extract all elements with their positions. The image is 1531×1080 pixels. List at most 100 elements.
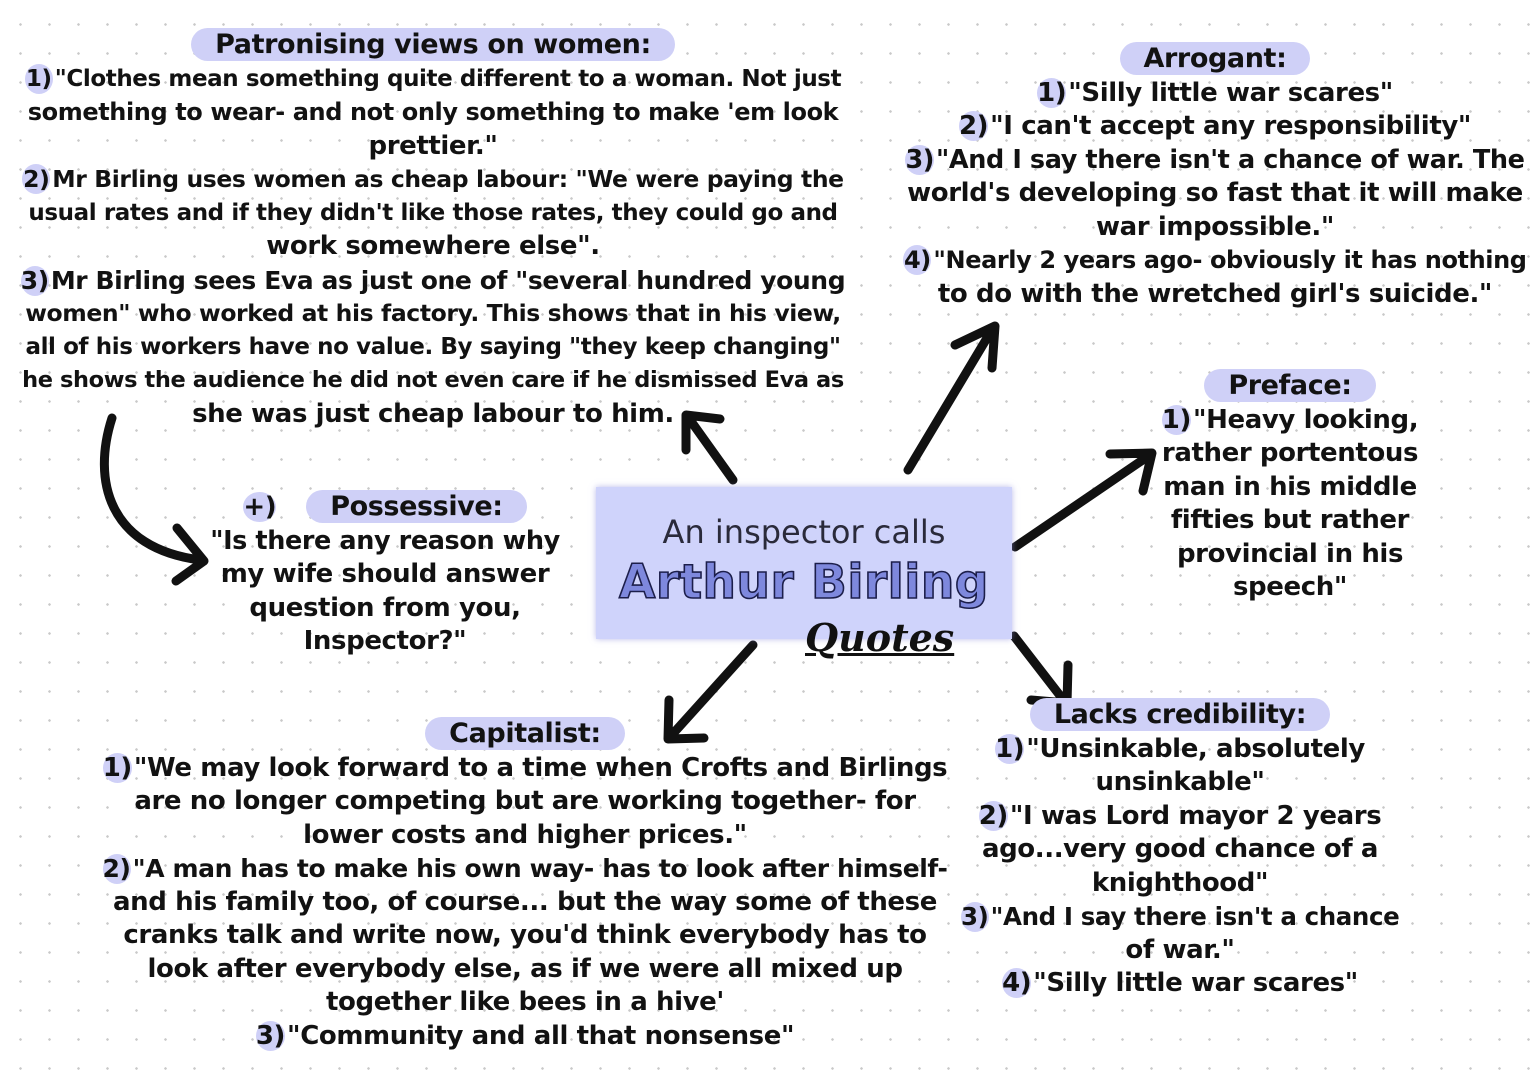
quote-text: "A man has to make his own way- has to l… bbox=[132, 854, 948, 883]
credibility-heading: Lacks credibility: bbox=[1029, 698, 1331, 731]
quote-text: "I was Lord mayor 2 years bbox=[1009, 800, 1382, 831]
quote-line: to do with the wretched girl's suicide." bbox=[900, 278, 1530, 312]
quote-text: "Is there any reason why bbox=[210, 525, 560, 556]
quote-text: unsinkable" bbox=[1095, 767, 1265, 797]
quote-line: she was just cheap labour to him. bbox=[20, 398, 846, 432]
item-number: 3) bbox=[255, 1020, 286, 1051]
quote-text: together like bees in a hive' bbox=[326, 987, 724, 1017]
quote-line: something to wear- and not only somethin… bbox=[20, 96, 846, 130]
item-number: 2) bbox=[22, 164, 51, 194]
quote-line: world's developing so fast that it will … bbox=[900, 177, 1530, 211]
arrogant-section: Arrogant:1)"Silly little war scares"2)"I… bbox=[900, 42, 1530, 311]
item-number: 3) bbox=[960, 902, 989, 932]
quote-text: "Silly little war scares" bbox=[1033, 968, 1358, 998]
quote-text: of war." bbox=[1125, 934, 1235, 965]
quote-text: "Heavy looking, bbox=[1192, 404, 1419, 435]
quote-line: "Is there any reason why bbox=[210, 525, 560, 559]
quote-text: rather portentous bbox=[1161, 438, 1419, 468]
quote-line: Inspector?" bbox=[210, 625, 560, 659]
quote-line: are no longer competing but are working … bbox=[100, 785, 950, 819]
quote-line: 3)"And I say there isn't a chance bbox=[960, 900, 1400, 934]
item-number: 2) bbox=[958, 111, 989, 141]
quote-line: 3)Mr Birling sees Eva as just one of "se… bbox=[20, 264, 846, 298]
quote-line: cranks talk and write now, you'd think e… bbox=[100, 919, 950, 953]
quote-text: speech" bbox=[1232, 572, 1348, 602]
quote-text: and his family too, of course... but the… bbox=[113, 886, 937, 917]
quote-text: Mr Birling sees Eva as just one of "seve… bbox=[50, 265, 846, 295]
quote-text: world's developing so fast that it will … bbox=[907, 178, 1523, 208]
quote-text: all of his workers have no value. By say… bbox=[25, 333, 841, 360]
quote-line: 1)"Heavy looking, bbox=[1140, 404, 1440, 438]
item-number: 1) bbox=[102, 752, 132, 783]
quote-line: my wife should answer bbox=[210, 558, 560, 592]
possessive-marker: +) bbox=[243, 492, 277, 522]
capitalist-section: Capitalist:1)"We may look forward to a t… bbox=[100, 717, 950, 1053]
capitalist-heading: Capitalist: bbox=[425, 717, 625, 750]
quote-text: cranks talk and write now, you'd think e… bbox=[123, 920, 927, 950]
quote-text: women" who worked at his factory. This s… bbox=[25, 299, 841, 327]
item-number: 3) bbox=[20, 265, 49, 296]
quote-line: unsinkable" bbox=[960, 766, 1400, 800]
patronising-heading-row: Patronising views on women: bbox=[20, 28, 846, 63]
quote-text: lower costs and higher prices." bbox=[303, 819, 747, 850]
quote-line: work somewhere else". bbox=[20, 230, 846, 264]
quote-line: man in his middle bbox=[1140, 471, 1440, 505]
quote-line: rather portentous bbox=[1140, 437, 1440, 471]
quote-text: "Community and all that nonsense" bbox=[287, 1020, 795, 1051]
quote-text: she was just cheap labour to him. bbox=[192, 398, 674, 429]
quote-text: usual rates and if they didn't like thos… bbox=[28, 199, 838, 226]
quote-text: work somewhere else". bbox=[266, 231, 600, 261]
quote-text: man in his middle bbox=[1163, 471, 1417, 502]
arrow-to-credibility bbox=[1009, 631, 1073, 708]
quote-line: 1)"Unsinkable, absolutely bbox=[960, 733, 1400, 767]
quote-text: look after everybody else, as if we were… bbox=[147, 953, 903, 984]
item-number: 2) bbox=[978, 800, 1008, 831]
item-number: 4) bbox=[1002, 968, 1032, 998]
quote-line: together like bees in a hive' bbox=[100, 986, 950, 1020]
quote-line: prettier." bbox=[20, 130, 846, 164]
quote-line: lower costs and higher prices." bbox=[100, 819, 950, 853]
quote-line: knighthood" bbox=[960, 867, 1400, 901]
patronising-section: Patronising views on women:1)"Clothes me… bbox=[20, 28, 846, 431]
item-number: 3) bbox=[905, 144, 935, 175]
preface-heading-row: Preface: bbox=[1140, 369, 1440, 404]
quote-text: to do with the wretched girl's suicide." bbox=[937, 278, 1493, 309]
quote-text: Mr Birling uses women as cheap labour: "… bbox=[52, 165, 844, 193]
quote-text: fifties but rather bbox=[1170, 505, 1410, 535]
quote-text: "Nearly 2 years ago- obviously it has no… bbox=[933, 246, 1527, 274]
quote-line: usual rates and if they didn't like thos… bbox=[20, 197, 846, 231]
quote-line: provincial in his bbox=[1140, 538, 1440, 572]
item-number: 4) bbox=[903, 245, 932, 275]
quote-text: ago...very good chance of a bbox=[981, 834, 1379, 864]
quote-line: of war." bbox=[960, 934, 1400, 968]
quote-text: are no longer competing but are working … bbox=[134, 786, 916, 816]
arrow-to-capitalist bbox=[663, 640, 758, 744]
quote-text: he shows the audience he did not even ca… bbox=[22, 367, 844, 393]
quote-text: "Unsinkable, absolutely bbox=[1026, 733, 1365, 764]
quote-text: my wife should answer bbox=[220, 559, 550, 589]
quote-text: "Silly little war scares" bbox=[1068, 77, 1393, 108]
quotes-tag: Quotes bbox=[805, 615, 955, 660]
item-number: 2) bbox=[102, 854, 131, 884]
quote-line: 3)"And I say there isn't a chance of war… bbox=[900, 144, 1530, 178]
quote-line: question from you, bbox=[210, 592, 560, 626]
quote-text: Inspector?" bbox=[303, 626, 467, 656]
central-title: Arthur Birling bbox=[618, 554, 989, 611]
arrow-to-preface bbox=[1010, 448, 1157, 552]
quote-line: speech" bbox=[1140, 571, 1440, 605]
arrogant-heading-row: Arrogant: bbox=[900, 42, 1530, 77]
quote-text: war impossible." bbox=[1096, 211, 1334, 242]
quote-line: 1)"Silly little war scares" bbox=[900, 77, 1530, 111]
quote-line: war impossible." bbox=[900, 211, 1530, 245]
quote-line: 4)"Nearly 2 years ago- obviously it has … bbox=[900, 244, 1530, 278]
quote-text: "And I say there isn't a chance of war. … bbox=[936, 144, 1525, 175]
quote-line: 2)"A man has to make his own way- has to… bbox=[100, 852, 950, 886]
quote-line: 4)"Silly little war scares" bbox=[960, 967, 1400, 1001]
preface-section: Preface:1)"Heavy looking,rather portento… bbox=[1140, 369, 1440, 605]
central-subtitle: An inspector calls bbox=[662, 513, 946, 551]
quote-line: and his family too, of course... but the… bbox=[100, 886, 950, 920]
quote-text: something to wear- and not only somethin… bbox=[27, 98, 839, 126]
arrow-to-patronising bbox=[681, 410, 738, 485]
quote-line: 1)"Clothes mean something quite differen… bbox=[20, 63, 846, 97]
